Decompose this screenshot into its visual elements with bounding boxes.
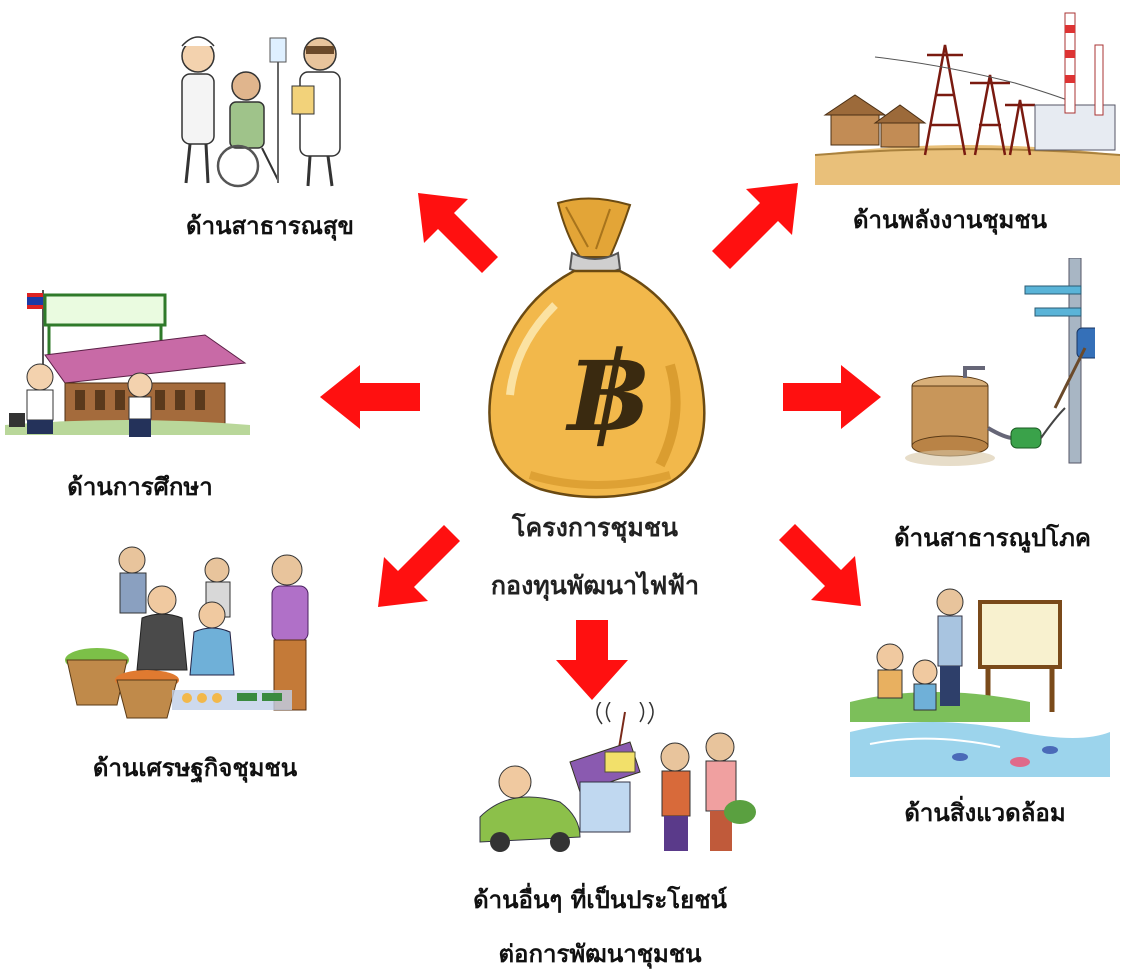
label-other-line1: ด้านอื่นๆ ที่เป็นประโยชน์ xyxy=(473,886,727,914)
market-icon xyxy=(65,546,309,719)
water-pump-icon xyxy=(905,258,1095,466)
power-plant-icon xyxy=(815,12,1120,185)
label-economy: ด้านเศรษฐกิจชุมชน xyxy=(92,754,298,782)
arrow-to-economy xyxy=(378,525,460,607)
center-title-line2: กองทุนพัฒนาไฟฟ้า xyxy=(490,571,700,600)
arrow-to-utilities xyxy=(783,365,881,429)
label-energy: ด้านพลังงานชุมชน xyxy=(852,206,1048,234)
label-health: ด้านสาธารณสุข xyxy=(186,212,354,240)
svg-text:฿: ฿ xyxy=(565,327,647,456)
center-title-line1: โครงการชุมชน xyxy=(512,513,678,542)
arrow-to-other xyxy=(556,620,628,700)
label-environment: ด้านสิ่งแวดล้อม xyxy=(904,799,1066,827)
arrow-to-energy xyxy=(712,183,798,269)
river-sign-icon xyxy=(850,588,1110,777)
arrow-to-environment xyxy=(779,524,861,606)
label-utilities: ด้านสาธารณูปโภค xyxy=(894,524,1091,552)
arrow-to-health xyxy=(418,193,498,273)
hospital-care-icon xyxy=(160,18,360,193)
label-other-line2: ต่อการพัฒนาชุมชน xyxy=(498,940,702,968)
label-education: ด้านการศึกษา xyxy=(67,473,213,501)
arrow-to-education xyxy=(320,365,420,429)
village-life-icon xyxy=(479,702,756,852)
school-icon xyxy=(5,290,250,437)
money-bag-icon: ฿ xyxy=(488,197,706,499)
